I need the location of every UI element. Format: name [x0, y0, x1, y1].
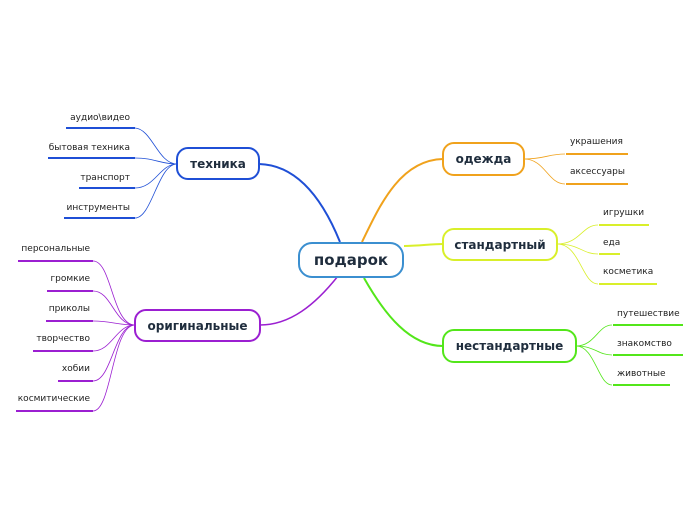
- leaf-originalnye-gromkie[interactable]: громкие: [50, 274, 90, 284]
- center-node-label: подарок: [313, 251, 389, 269]
- leaf-underline: [33, 350, 93, 352]
- leaf-originalnye-prikoly[interactable]: приколы: [48, 304, 90, 314]
- connector-center-standartny: [403, 243, 444, 247]
- leaf-underline: [566, 183, 628, 185]
- leaf-underline: [599, 253, 620, 255]
- leaf-underline: [613, 384, 670, 386]
- leaf-nestandartnye-znakomstvo[interactable]: знакомство: [617, 339, 672, 349]
- leaf-underline: [64, 217, 135, 219]
- branch-node-odezhda[interactable]: одежда: [442, 142, 525, 176]
- leaf-underline: [16, 410, 93, 412]
- leaf-technika-bytovaya[interactable]: бытовая техника: [48, 143, 130, 153]
- leaf-underline: [66, 127, 135, 129]
- leaf-underline: [599, 224, 649, 226]
- connector-center-technika: [258, 163, 341, 243]
- leaf-originalnye-hobii[interactable]: хобии: [61, 364, 90, 374]
- leaf-originalnye-personalnye[interactable]: персональные: [21, 244, 90, 254]
- leaf-standartny-eda[interactable]: еда: [603, 238, 621, 248]
- center-node[interactable]: подарок: [298, 242, 404, 278]
- leaf-technika-transport[interactable]: транспорт: [80, 173, 130, 183]
- leaf-standartny-igrushki[interactable]: игрушки: [603, 208, 645, 218]
- leaf-odezhda-aksessuary[interactable]: аксессуары: [570, 167, 625, 177]
- leaf-underline: [47, 290, 93, 292]
- connector-center-odezhda: [361, 158, 444, 243]
- leaf-technika-audio-video[interactable]: аудио\видео: [70, 113, 130, 123]
- branch-node-standartny-label: стандартный: [454, 237, 546, 252]
- branch-node-technika-label: техника: [190, 156, 246, 171]
- leaf-originalnye-kosmiticheskie[interactable]: космитические: [17, 394, 90, 404]
- connectors-standartny: [556, 224, 599, 285]
- connectors-originalnye: [92, 260, 136, 412]
- leaf-underline: [48, 157, 135, 159]
- leaf-underline: [79, 187, 135, 189]
- leaf-technika-instrumenty[interactable]: инструменты: [66, 203, 130, 213]
- branch-node-nestandartnye[interactable]: нестандартные: [442, 329, 577, 363]
- leaf-underline: [613, 354, 683, 356]
- leaf-standartny-kosmetika[interactable]: косметика: [603, 267, 654, 277]
- connector-center-originalnye: [259, 275, 339, 326]
- leaf-underline: [46, 320, 93, 322]
- branch-node-originalnye[interactable]: оригинальные: [134, 309, 261, 342]
- leaf-underline: [58, 380, 93, 382]
- connector-center-nestandartnye: [363, 277, 444, 347]
- leaf-nestandartnye-zhivotnye[interactable]: животные: [617, 369, 666, 379]
- leaf-underline: [18, 260, 93, 262]
- connectors-nestandartnye: [575, 324, 613, 386]
- branch-node-standartny[interactable]: стандартный: [442, 228, 558, 261]
- leaf-underline: [613, 324, 683, 326]
- branch-node-nestandartnye-label: нестандартные: [455, 339, 564, 353]
- connectors-technika: [134, 127, 178, 219]
- branch-node-odezhda-label: одежда: [455, 152, 512, 166]
- leaf-originalnye-tvorchestvo[interactable]: творчество: [36, 334, 90, 344]
- leaf-underline: [566, 153, 628, 155]
- leaf-nestandartnye-puteshestvie[interactable]: путешествие: [617, 309, 680, 319]
- connectors-odezhda: [523, 153, 566, 185]
- leaf-odezhda-ukrasheniya[interactable]: украшения: [570, 137, 623, 147]
- branch-node-technika[interactable]: техника: [176, 147, 260, 180]
- leaf-underline: [599, 283, 657, 285]
- branch-node-originalnye-label: оригинальные: [147, 318, 248, 333]
